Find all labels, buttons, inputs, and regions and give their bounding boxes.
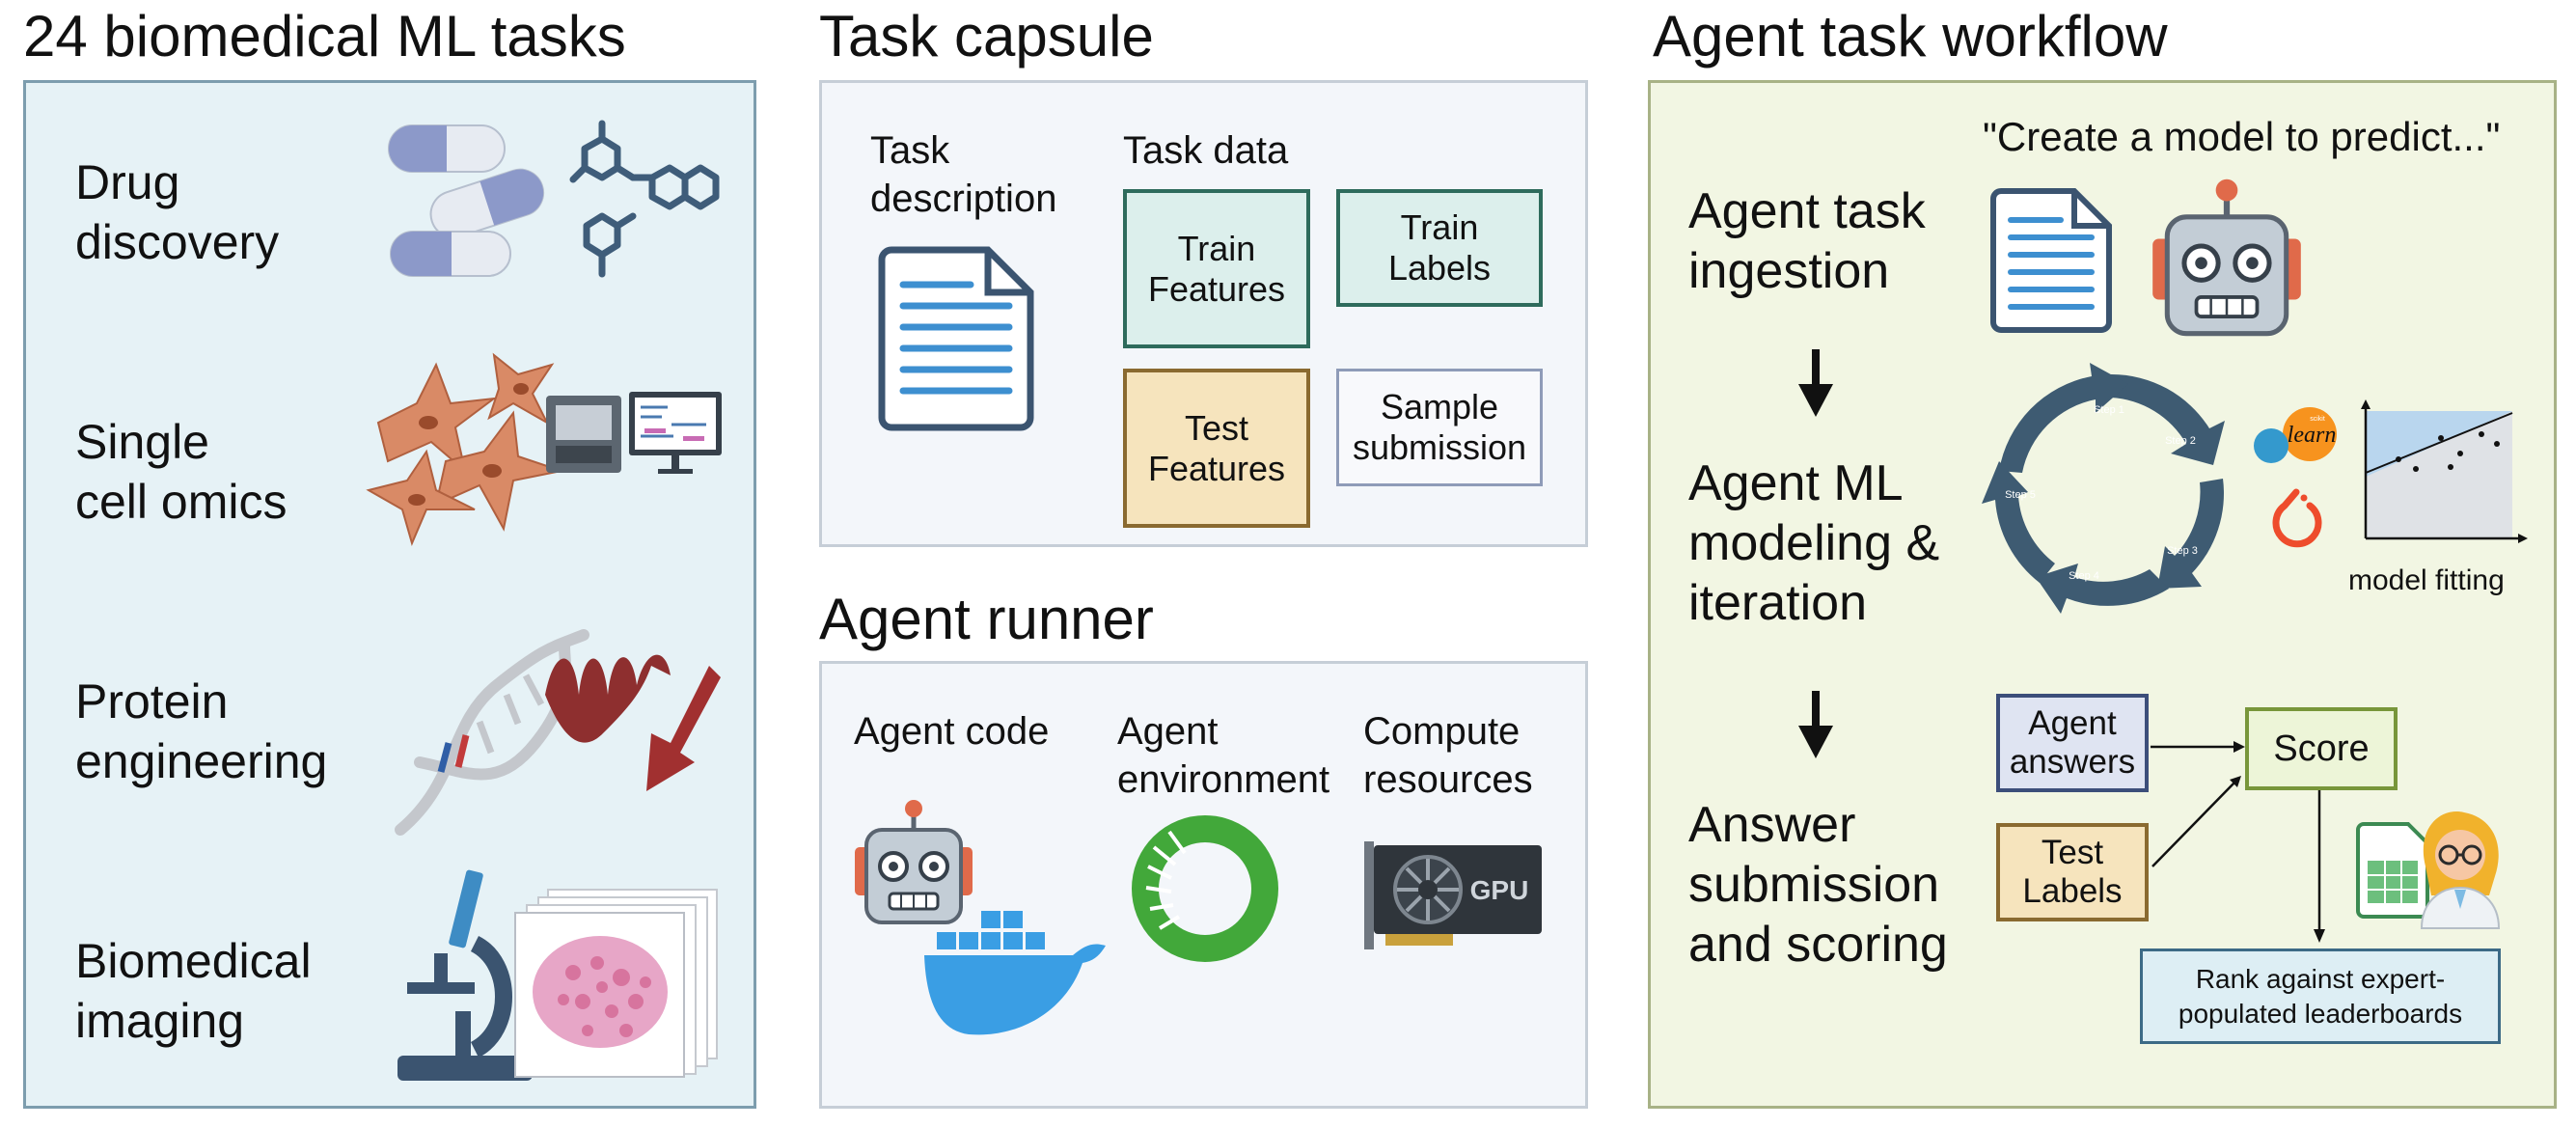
runner-heading: Agent runner — [819, 587, 1154, 651]
document-icon — [1990, 188, 2112, 333]
sklearn-small-text: scikit — [2310, 416, 2325, 423]
model-fitting-label: model fitting — [2348, 564, 2505, 596]
gpu-icon: GPU — [1364, 841, 1542, 949]
robot-icon — [855, 800, 973, 924]
sklearn-text: learn — [2288, 423, 2337, 448]
agent-code-label: Agent code — [854, 710, 1050, 753]
cycle-step-2: Step 2 — [2165, 435, 2196, 447]
molecule-icon — [569, 120, 720, 278]
microscope-icon — [397, 869, 533, 1081]
pill-icon — [388, 124, 545, 277]
pytorch-icon — [2272, 488, 2322, 548]
cycle-step-1: Step 1 — [2094, 404, 2124, 416]
arrow-down-icon — [1798, 349, 1833, 417]
cycle-icon: Step 1 Step 2 Step 3 Step 4 Step 5 — [1982, 363, 2225, 614]
score-connectors — [2151, 741, 2245, 867]
conda-icon — [1132, 815, 1278, 962]
rank-box: Rank against expert-populated leaderboar… — [2140, 948, 2501, 1044]
cycle-step-3: Step 3 — [2167, 545, 2198, 557]
score-box: Score — [2245, 707, 2398, 790]
scientist-icon — [2420, 811, 2501, 929]
gpu-label: GPU — [1470, 875, 1529, 905]
document-icon — [878, 246, 1034, 431]
rank-connector — [2314, 790, 2325, 943]
tasks-heading: 24 biomedical ML tasks — [23, 4, 626, 69]
robot-icon — [2152, 179, 2301, 337]
computer-icon — [546, 392, 722, 474]
cell-icon — [366, 352, 565, 546]
cycle-step-5: Step 5 — [2005, 489, 2036, 501]
docker-icon — [924, 911, 1106, 1035]
histology-slide-icon — [514, 889, 718, 1078]
sklearn-icon: learn scikit — [2254, 407, 2337, 548]
capsule-heading: Task capsule — [819, 4, 1154, 69]
prompt-quote: "Create a model to predict..." — [1983, 114, 2501, 159]
workflow-heading: Agent task workflow — [1653, 4, 2168, 69]
scatter-plot-icon — [2361, 399, 2528, 543]
task-data-label: Task data — [1123, 129, 1289, 172]
protein-icon — [545, 654, 721, 791]
cycle-step-4: Step 4 — [2069, 570, 2099, 582]
arrow-down-icon — [1798, 691, 1833, 758]
